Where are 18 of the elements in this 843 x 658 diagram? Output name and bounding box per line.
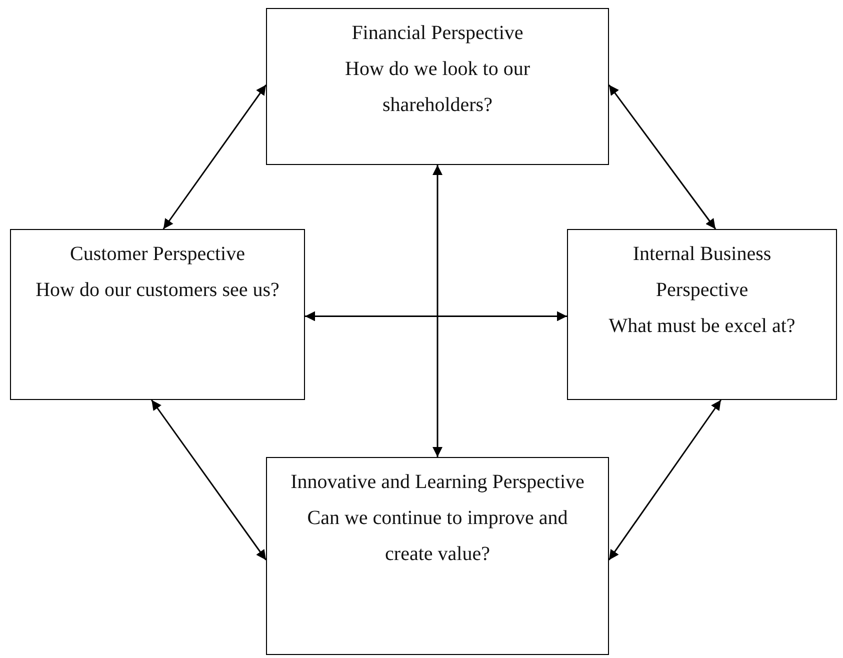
box-title: Financial Perspective — [352, 21, 524, 46]
perspective-box — [10, 229, 305, 400]
box-question: How do our customers see us? — [36, 278, 280, 303]
perspective-box — [266, 8, 609, 165]
double-arrow — [162, 84, 267, 230]
perspective-box — [266, 457, 609, 655]
box-title: Internal Business Perspective — [632, 242, 772, 303]
double-arrow — [305, 311, 567, 322]
box-question: Can we continue to improve and create value? — [306, 506, 569, 567]
double-arrow — [432, 165, 442, 457]
double-arrow — [608, 84, 716, 230]
perspective-box — [567, 229, 837, 400]
box-question: What must be excel at? — [608, 314, 796, 339]
box-question: How do we look to our shareholders? — [344, 57, 531, 118]
box-title: Innovative and Learning Perspective — [290, 470, 584, 495]
double-arrow — [150, 400, 267, 560]
double-arrow — [608, 400, 722, 560]
box-title: Customer Perspective — [70, 242, 245, 267]
